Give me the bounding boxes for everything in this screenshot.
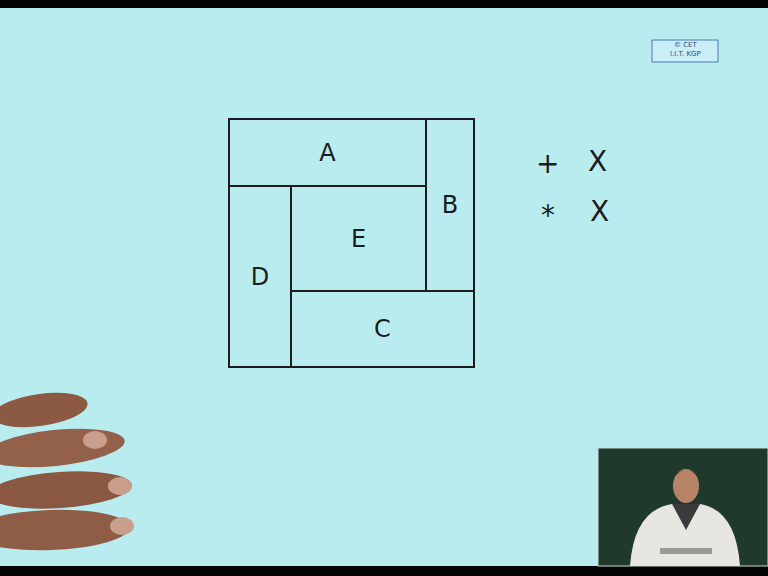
cross-mark: X <box>588 148 607 176</box>
presenter-video <box>598 448 768 566</box>
hand-illustration <box>0 387 134 552</box>
logo-text: © CET <box>674 42 697 49</box>
block-label: B <box>442 191 458 219</box>
floorplan-block: B <box>425 118 475 292</box>
cross-mark: X <box>590 198 609 226</box>
floorplan-block: D <box>228 185 292 368</box>
block-label: C <box>374 315 391 343</box>
floorplan-block: C <box>290 290 475 368</box>
floorplan-block: E <box>290 185 427 292</box>
logo-box <box>652 40 718 62</box>
block-label: A <box>319 139 335 167</box>
floorplan-block: A <box>228 118 427 187</box>
block-label: D <box>251 263 269 291</box>
top-bar <box>0 0 768 8</box>
operator-symbol: * <box>541 202 555 230</box>
logo-text: I.I.T. KGP <box>670 51 701 58</box>
block-label: E <box>351 225 366 253</box>
operator-symbol: + <box>536 150 559 178</box>
bottom-bar <box>0 566 768 576</box>
